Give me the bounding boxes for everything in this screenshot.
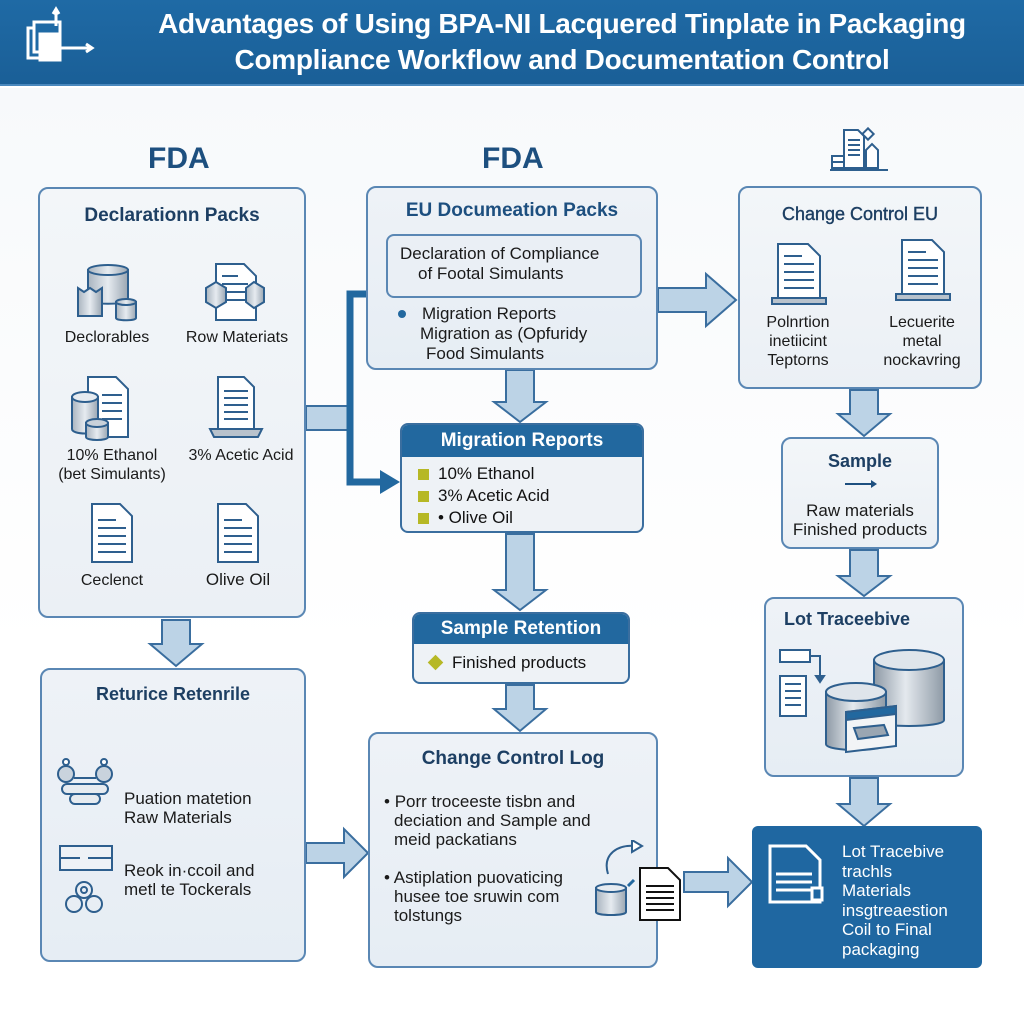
reok-line1: Reok in·ccoil and — [124, 861, 255, 880]
polnrtion-line2: inetiicint — [769, 333, 827, 350]
title-line-1: Advantages of Using BPA-NI Lacquered Tin… — [158, 8, 966, 39]
lot-trace-final-text: Lot Tracebive trachls Materials insgtrea… — [842, 842, 948, 959]
database-cylinders-icon — [77, 264, 137, 322]
fda-heading-middle: FDA — [482, 142, 544, 175]
documents-building-icon — [830, 126, 888, 171]
finished-products-label: Finished products — [792, 520, 928, 539]
coil-stack-icon — [59, 845, 113, 913]
sample-items: Raw materials Finished products — [783, 501, 937, 539]
resource-retention-title: Returice Retenrile — [95, 684, 251, 704]
document-icon — [217, 503, 259, 563]
document-cylinders-icon — [205, 263, 265, 321]
title-line-2: Compliance Workflow and Documentation Co… — [234, 44, 890, 75]
diamond-marker — [427, 654, 444, 671]
reok-line2: metl te Tockerals — [124, 880, 252, 899]
migration-item-label: 10% Ethanol — [438, 464, 535, 483]
sample-retention-box: Sample Retention Finished products — [412, 612, 630, 684]
migration-item-label: 3% Acetic Acid — [438, 486, 550, 505]
migration-reports-box: Migration Reports 10% Ethanol 3% Acetic … — [400, 423, 644, 533]
migration-reports-title: Migration Reports — [402, 425, 642, 457]
lot-trace-final-box: Lot Tracebive trachls Materials insgtrea… — [752, 826, 982, 968]
resource-retention-box: Returice Retenrile — [40, 668, 306, 962]
change-control-eu-title: Change Control EU — [781, 204, 939, 224]
log-bullet1-line3: meid packatians — [394, 830, 517, 849]
log-bullet2-line1: Astiplation puovaticing — [393, 868, 563, 887]
final-line1: Lot Tracebive — [842, 842, 945, 861]
lot-traceability-title: Lot Traceebive — [784, 609, 911, 629]
food-simulants-line: Food Simulants — [426, 344, 545, 363]
final-line4: insgtreaestion — [842, 900, 948, 920]
migration-item: • Olive Oil — [402, 507, 642, 529]
change-control-log-title: Change Control Log — [421, 748, 605, 769]
log-bullet1-line1: Porr troceeste tisbn and — [394, 792, 576, 811]
sample-retention-item: Finished products — [414, 652, 628, 674]
olive-square-marker — [418, 469, 429, 480]
polnrtion-label: Polnrtion inetiicint Teptorns — [752, 313, 844, 370]
lecuerite-label: Lecuerite metal nockavring — [872, 313, 972, 370]
reok-coil-text: Reok in·ccoil and metl te Tockerals — [124, 861, 254, 899]
ethanol-label-line2: (bet Simulants) — [58, 466, 166, 483]
puation-matetion-text: Puation matetion Raw Materials — [124, 789, 252, 827]
declaration-compliance-line1: Declaration of Compliance — [400, 244, 600, 263]
puation-line2: Raw Materials — [124, 808, 232, 827]
sample-title: Sample — [827, 451, 893, 471]
change-control-log-box: Change Control Log • Porr troceeste tisb… — [368, 732, 658, 968]
declorables-label: Declorables — [64, 329, 150, 346]
document-tray-icon — [208, 376, 264, 438]
roll-document-icon — [71, 376, 129, 441]
polnrtion-line1: Polnrtion — [766, 314, 830, 331]
finished-products-label: Finished products — [452, 653, 587, 672]
bullet-dot — [398, 310, 406, 318]
final-line6: packaging — [842, 939, 920, 959]
polnrtion-line3: Teptorns — [767, 352, 829, 369]
fda-heading-left: FDA — [148, 142, 210, 175]
ceclenct-label: Ceclenct — [80, 572, 144, 589]
migration-item-label: • Olive Oil — [438, 508, 513, 527]
document-icon — [91, 503, 133, 563]
ethanol-label-line1: 10% Ethanol — [66, 447, 158, 464]
row-materiats-label: Row Materiats — [185, 329, 289, 346]
final-line3: Materials — [842, 881, 911, 900]
migration-as-line: Migration as (Opfuridy — [420, 324, 588, 343]
bullet-dot: • — [384, 792, 395, 811]
log-bullet-1: • Porr troceeste tisbn and deciation and… — [384, 792, 591, 849]
workflow-document-icon — [26, 6, 95, 62]
sample-retention-title: Sample Retention — [414, 614, 628, 644]
bullet-dot: • — [384, 868, 394, 887]
sample-box: Sample Raw materials Finished products — [781, 437, 939, 549]
declaration-packs-title: Declarationn Packs — [84, 205, 260, 226]
log-bullet-2: • Astiplation puovaticing husee toe sruw… — [384, 868, 563, 925]
puation-line1: Puation matetion — [124, 789, 252, 808]
lecuerite-line2: metal — [902, 333, 942, 350]
document-icon — [768, 844, 824, 904]
lecuerite-line3: nockavring — [883, 352, 961, 369]
final-line5: Coil to Final — [842, 920, 932, 939]
log-bullet1-line2: deciation and Sample and — [394, 811, 591, 830]
log-bullet2-line2: husee toe sruwin com — [394, 887, 560, 906]
olive-oil-label: Olive Oil — [205, 570, 271, 589]
olive-square-marker — [418, 513, 429, 524]
database-sync-document-icon — [595, 840, 681, 921]
document-tray-icon — [895, 239, 951, 301]
lecuerite-line1: Lecuerite — [889, 314, 955, 331]
migration-reports-bullet: Migration Reports — [422, 304, 557, 323]
document-tray-icon — [771, 243, 827, 305]
page-title: Advantages of Using BPA-NI Lacquered Tin… — [100, 6, 1024, 78]
olive-square-marker — [418, 491, 429, 502]
declaration-compliance-line2: of Footal Simulants — [418, 264, 564, 283]
raw-materials-label: Raw materials — [806, 501, 914, 520]
rollers-machine-icon — [57, 758, 113, 805]
eu-documentation-title: EU Documeation Packs — [405, 200, 619, 221]
log-bullet2-line3: tolstungs — [394, 906, 463, 925]
header-banner: Advantages of Using BPA-NI Lacquered Tin… — [0, 0, 1024, 86]
final-line2: trachls — [842, 861, 893, 881]
migration-item: 3% Acetic Acid — [402, 485, 642, 507]
acetic-acid-label: 3% Acetic Acid — [188, 447, 294, 464]
migration-item: 10% Ethanol — [402, 463, 642, 485]
storage-database-icon — [779, 649, 945, 754]
declaration-compliance-panel: Declaration of Compliance of Footal Simu… — [386, 234, 642, 298]
eu-documentation-packs-box: EU Documeation Packs Declaration of Comp… — [366, 186, 658, 370]
arrow-right-icon — [845, 480, 877, 488]
ethanol-simulants-label: 10% Ethanol (bet Simulants) — [52, 446, 172, 484]
